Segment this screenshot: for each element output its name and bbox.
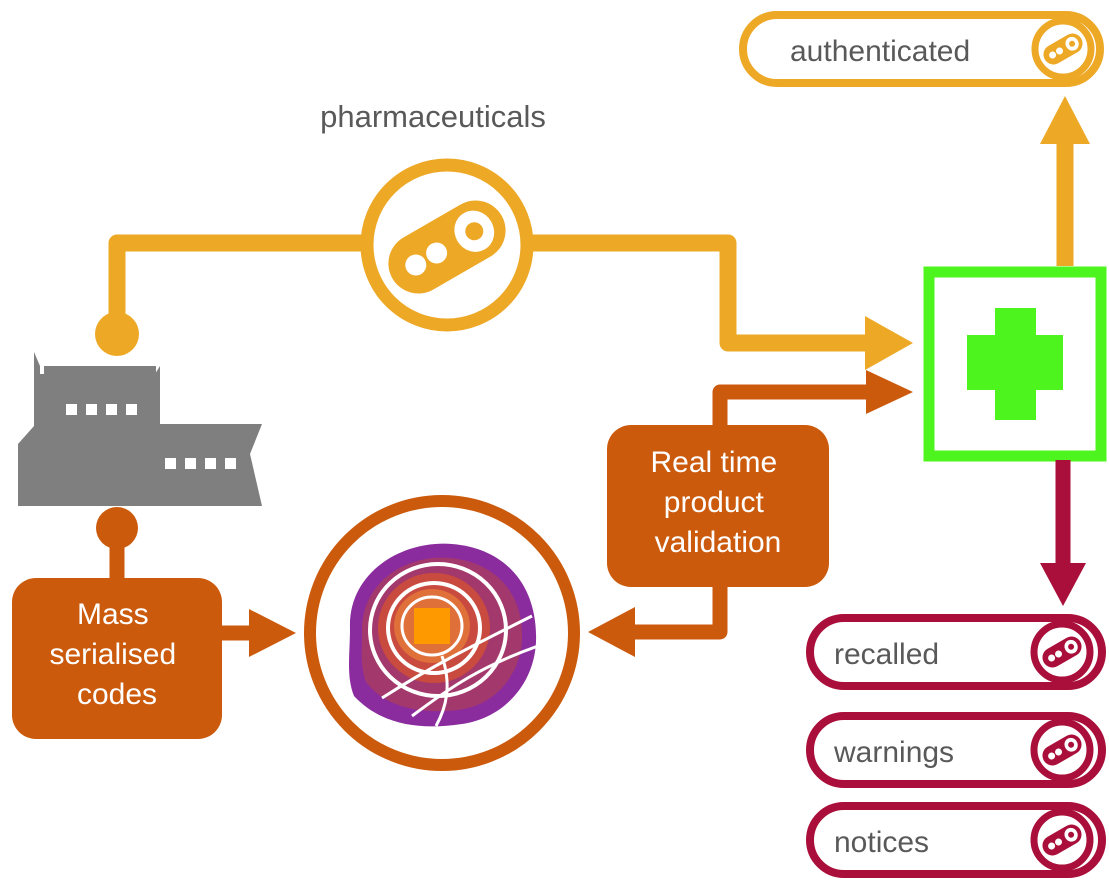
recall-arrow	[1040, 460, 1086, 606]
serialization-logo	[304, 495, 580, 771]
status-warnings: warnings	[806, 712, 1106, 788]
svg-text:Mass serialised co: Mass serialised codes	[49, 598, 184, 711]
arrow-to-pharmacy	[865, 316, 913, 370]
authenticated-arrow	[1040, 96, 1090, 266]
serialisation-flow	[96, 370, 913, 657]
codes-line-3: codes	[77, 678, 157, 711]
factory-icon	[18, 352, 262, 506]
logo-center-square	[414, 608, 450, 644]
validation-line-1: Real time	[650, 446, 777, 479]
codes-line-1: Mass	[77, 598, 149, 631]
pharmaceuticals-flow	[95, 234, 913, 370]
validation-line-3: validation	[655, 526, 782, 559]
status-recalled: recalled	[806, 614, 1106, 690]
status-notices-label: notices	[834, 826, 929, 859]
status-notices: notices	[806, 802, 1106, 878]
status-recalled-label: recalled	[834, 638, 939, 671]
arrow-validation-to-pharmacy	[866, 370, 913, 414]
pharmaceuticals-node	[360, 158, 534, 332]
codes-line-2: serialised	[49, 638, 176, 671]
amber-connector-dot	[95, 312, 139, 356]
green-cross-icon	[967, 308, 1063, 420]
mass-serialised-codes-box: Mass serialised codes	[12, 578, 222, 739]
pharmaceuticals-label: pharmaceuticals	[320, 99, 546, 134]
status-authenticated-label: authenticated	[790, 35, 970, 68]
pharmacy-icon	[923, 266, 1107, 462]
status-authenticated: authenticated	[739, 11, 1104, 87]
arrow-to-logo	[249, 609, 296, 657]
validation-line-2: product	[664, 486, 765, 519]
svg-text:Real time product: Real time product validation	[650, 446, 785, 559]
validation-box: Real time product validation	[607, 425, 829, 587]
status-warnings-label: warnings	[833, 736, 954, 769]
arrow-to-logo-return	[588, 607, 635, 657]
rust-connector-dot	[96, 507, 138, 549]
